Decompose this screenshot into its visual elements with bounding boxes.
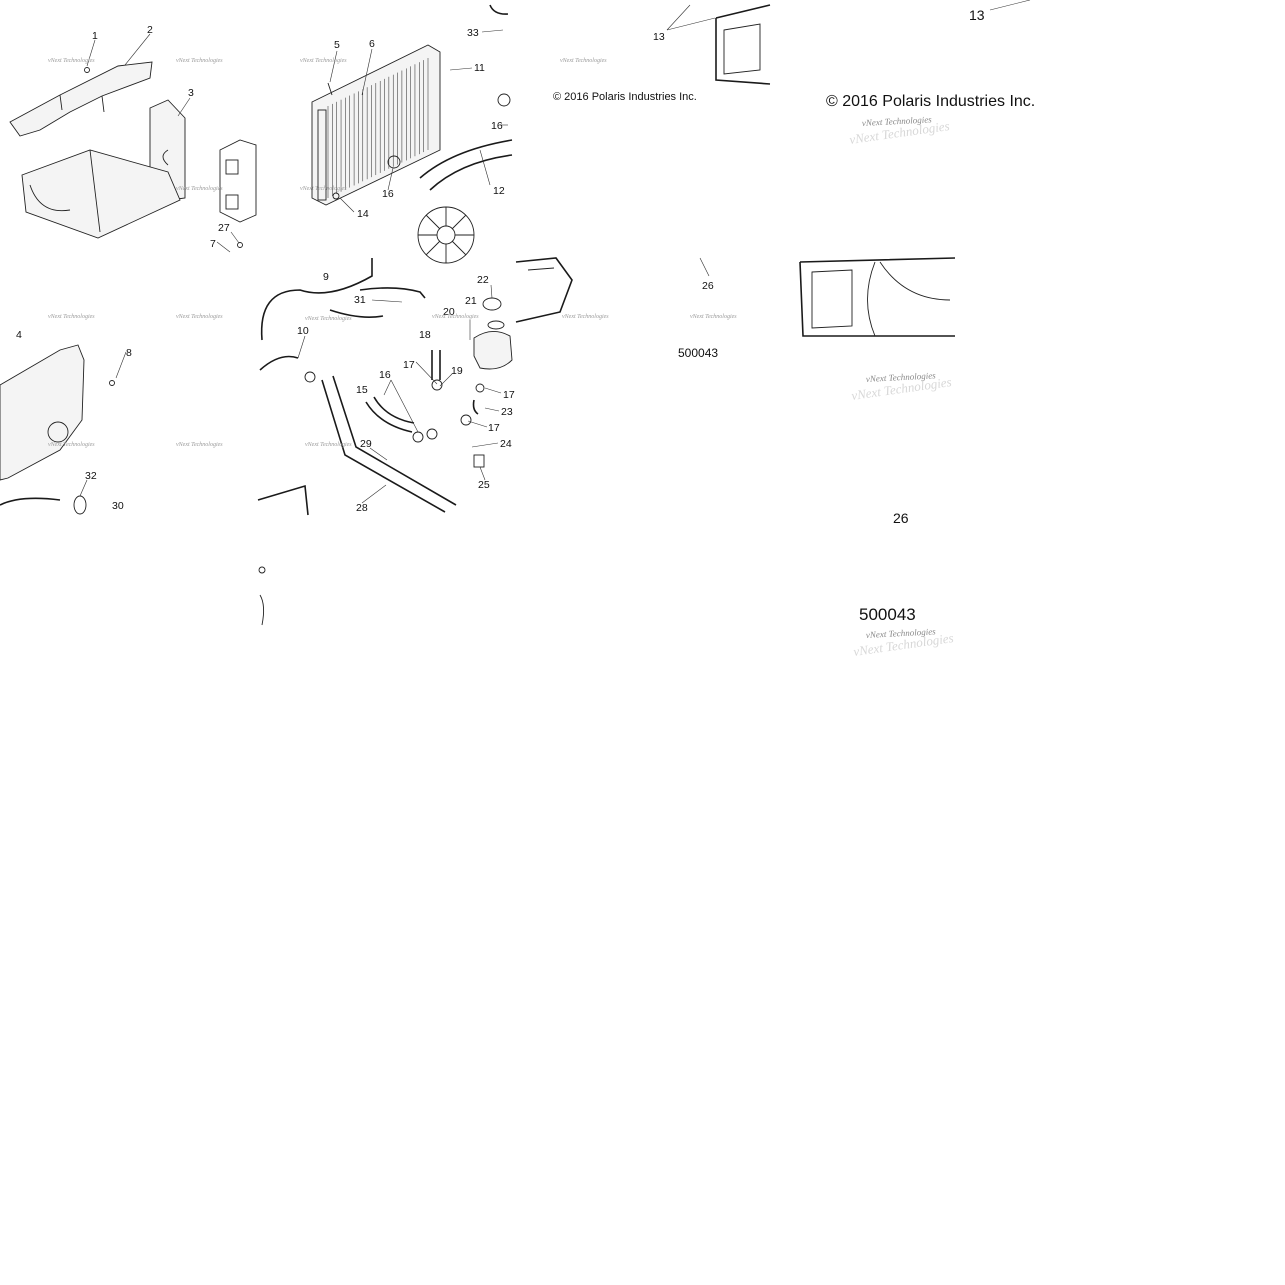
watermark: vNext Technologies	[300, 58, 347, 64]
fan-shroud-zoom	[799, 257, 956, 337]
watermark: vNext Technologies	[176, 314, 223, 320]
callout-21: 21	[465, 295, 477, 307]
callout-16c: 16	[379, 369, 391, 381]
coolant-reservoir	[473, 297, 513, 370]
callout-15: 15	[356, 384, 368, 396]
callout-12: 12	[493, 185, 505, 197]
fastener-1	[84, 67, 90, 73]
callout-14: 14	[357, 208, 369, 220]
callout-23: 23	[501, 406, 513, 418]
callout-19: 19	[451, 365, 463, 377]
callout-17b: 17	[503, 389, 515, 401]
copyright-small: © 2016 Polaris Industries Inc.	[553, 91, 697, 103]
watermark: vNext Technologies	[305, 316, 352, 322]
callout-28: 28	[356, 502, 368, 514]
upper-radiator-hose	[419, 139, 513, 191]
bracket-assembly	[219, 139, 257, 223]
fastener-27	[237, 242, 243, 248]
callout-25: 25	[478, 479, 490, 491]
copyright-big: © 2016 Polaris Industries Inc.	[826, 93, 1035, 110]
watermark: vNext Technologies	[176, 58, 223, 64]
callout-11: 11	[474, 62, 485, 74]
lower-shroud	[21, 149, 181, 239]
vent-hose-31	[329, 287, 426, 318]
leader-lines	[79, 0, 1031, 504]
callout-16a: 16	[382, 188, 394, 200]
callout-18: 18	[419, 329, 431, 341]
callout-7: 7	[210, 238, 216, 250]
watermark: vNext Technologies	[48, 442, 95, 448]
bolt-8	[109, 380, 115, 386]
callout-26a: 26	[702, 280, 714, 292]
lower-hose-assembly	[321, 375, 457, 513]
hose-clamp-16a	[387, 155, 401, 169]
callout-31: 31	[354, 294, 366, 306]
callout-4: 4	[16, 329, 22, 341]
callout-27: 27	[218, 222, 230, 234]
watermark: vNext Technologies	[432, 314, 479, 320]
callout-17c: 17	[488, 422, 500, 434]
callout-8: 8	[126, 347, 132, 359]
watermark: vNext Technologies	[48, 314, 95, 320]
watermark: vNext Technologies	[560, 58, 607, 64]
callout-13b: 13	[969, 7, 985, 23]
callout-13a: 13	[653, 31, 665, 43]
callout-1: 1	[92, 30, 98, 42]
callout-9: 9	[323, 271, 329, 283]
callout-3: 3	[188, 87, 194, 99]
watermark: vNext Technologies	[562, 314, 609, 320]
bracket-25	[473, 454, 485, 468]
watermark: vNext Technologies	[48, 58, 95, 64]
callout-16b: 16	[491, 120, 503, 132]
watermark: vNext Technologies	[862, 114, 933, 128]
fan-shroud-edge	[515, 257, 573, 323]
fan-shroud	[715, 4, 771, 85]
bolt-5	[327, 82, 333, 96]
hose-15	[365, 396, 415, 433]
watermark: vNext Technologies	[690, 314, 737, 320]
callout-22: 22	[477, 274, 489, 286]
callout-17a: 17	[403, 359, 415, 371]
diagram-code-big: 500043	[859, 605, 916, 624]
callout-5: 5	[334, 39, 340, 51]
hose-33	[489, 4, 509, 15]
watermark: vNext Technologies	[176, 186, 223, 192]
upper-shroud	[9, 61, 153, 137]
callout-30: 30	[112, 500, 124, 512]
callout-26b: 26	[893, 510, 909, 526]
callout-32: 32	[85, 470, 97, 482]
engine-shroud	[0, 344, 85, 481]
watermark: vNext Technologies	[305, 442, 352, 448]
callout-33: 33	[467, 27, 479, 39]
callout-2: 2	[147, 24, 153, 36]
nut-14	[332, 192, 340, 200]
watermark: vNext Technologies	[176, 442, 223, 448]
callout-24: 24	[500, 438, 512, 450]
oring-32	[73, 495, 87, 515]
callout-6: 6	[369, 38, 375, 50]
callout-numbers: 1 2 3 5 6 11 12 16 16 14 33 13 13 26 26 …	[16, 7, 985, 526]
watermark: vNext Technologies	[866, 370, 937, 384]
watermark: vNext Technologies	[866, 626, 937, 640]
diagram-code-small: 500043	[678, 346, 718, 360]
radiator	[311, 44, 441, 206]
callout-10: 10	[297, 325, 309, 337]
hose-clamp-16b	[497, 93, 511, 107]
hose-18	[431, 350, 441, 380]
callout-20: 20	[443, 306, 455, 318]
coolant-hose-10	[259, 355, 299, 371]
callout-29: 29	[360, 438, 372, 450]
vent-tube-30	[0, 497, 61, 506]
fan-shroud-partial	[257, 484, 309, 626]
hose-23	[472, 399, 479, 415]
clamp-group	[304, 371, 485, 443]
overflow-hose-9	[260, 258, 373, 341]
watermark: vNext Technologies	[300, 186, 347, 192]
radiator-fan	[417, 206, 475, 264]
